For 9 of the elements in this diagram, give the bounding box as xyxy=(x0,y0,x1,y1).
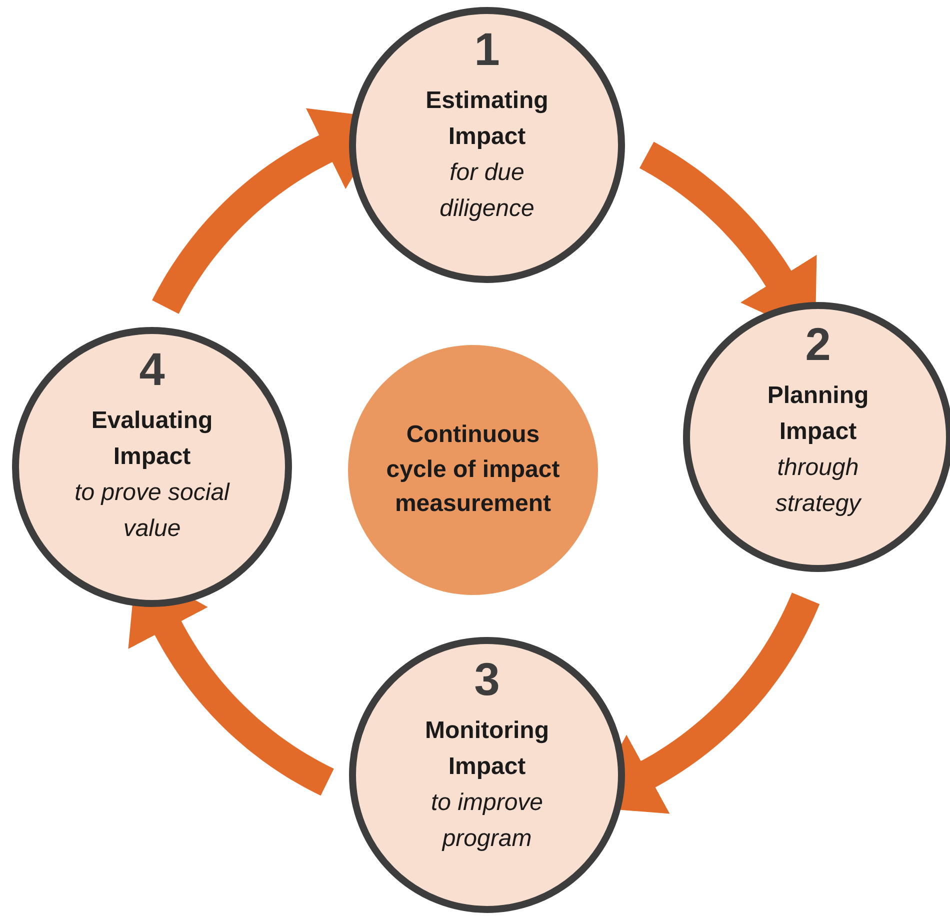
center-label: Continuous cycle of impact measurement xyxy=(385,420,561,520)
step-subtitle: for due diligence xyxy=(438,158,536,224)
step-number: 4 xyxy=(139,344,165,395)
step-subtitle: to prove social value xyxy=(74,478,231,544)
step-number: 2 xyxy=(805,319,831,370)
step-subtitle: to improve program xyxy=(430,788,544,854)
step-subtitle: through strategy xyxy=(774,452,863,519)
step-number: 1 xyxy=(474,24,500,75)
step-number: 3 xyxy=(474,654,500,705)
